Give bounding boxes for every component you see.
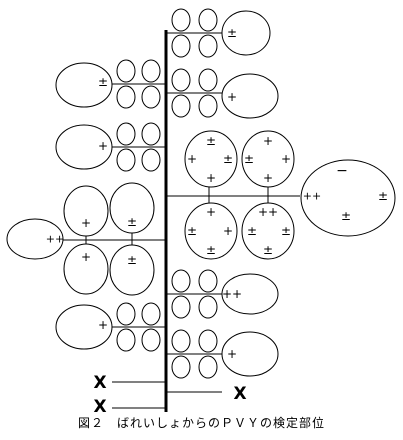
left-leaf-2-leaflet-lower-2 bbox=[141, 148, 161, 172]
right-large-leaflet-3 bbox=[184, 202, 238, 260]
right-lower-leaf-2-leaflet-upper-1 bbox=[171, 329, 191, 353]
left-large-leaflet-3-mark: + bbox=[81, 250, 91, 264]
right-lower-leaf-1-leaflet-lower-1 bbox=[171, 295, 191, 319]
right-upper-leaf-1-leaflet-upper-1 bbox=[171, 8, 191, 32]
right-large-leaflet-4-mark-4: ± bbox=[263, 243, 273, 257]
right-large-terminal-mark-3: ± bbox=[378, 189, 388, 203]
right-large-leaf-terminal bbox=[300, 159, 396, 237]
cross-left-upper: X bbox=[93, 373, 106, 393]
left-large-terminal-mark: ++ bbox=[46, 233, 64, 246]
right-large-terminal-mark-4: ± bbox=[341, 209, 351, 223]
right-lower-leaf-1-leaflet-upper-2 bbox=[198, 269, 218, 293]
left-leaf-2-terminal bbox=[55, 124, 113, 170]
right-lower-leaf-1-mark: ++ bbox=[222, 287, 242, 301]
left-leaf-1-terminal bbox=[55, 62, 113, 108]
right-large-leaflet-4-mark-3: ± bbox=[281, 224, 291, 238]
right-upper-leaf-1-leaflet-lower-2 bbox=[198, 34, 218, 58]
left-leaf-2-leaflet-upper-2 bbox=[141, 122, 161, 146]
right-upper-leaf-2-leaflet-upper-2 bbox=[198, 68, 218, 92]
right-lower-leaf-2-mark: + bbox=[227, 347, 237, 361]
right-large-leaflet-4 bbox=[241, 202, 295, 260]
right-large-leaflet-1-mark-1: ± bbox=[206, 134, 216, 148]
left-large-leaflet-1 bbox=[63, 185, 109, 237]
right-upper-leaf-2-terminal bbox=[221, 73, 279, 119]
right-large-leaflet-3-mark-1: + bbox=[206, 205, 216, 219]
left-leaf-1-leaflet-upper-2 bbox=[141, 59, 161, 83]
right-large-leaflet-2-mark-4: + bbox=[263, 171, 273, 185]
right-lower-leaf-2-leaflet-upper-2 bbox=[198, 329, 218, 353]
right-upper-leaf-1-terminal bbox=[221, 10, 271, 56]
left-leaf-3-mark: + bbox=[98, 318, 108, 332]
right-large-leaflet-3-mark-2: ± bbox=[187, 224, 197, 238]
right-upper-leaf-1-leaflet-upper-2 bbox=[198, 8, 218, 32]
right-large-leaflet-1 bbox=[184, 130, 238, 188]
left-large-leaflet-1-mark: + bbox=[81, 216, 91, 230]
left-leaf-3-leaflet-lower-2 bbox=[141, 328, 161, 352]
left-large-leaflet-4 bbox=[109, 244, 155, 296]
right-upper-leaf-2-leaflet-lower-1 bbox=[171, 94, 191, 118]
right-large-leaflet-1-mark-2: + bbox=[187, 152, 197, 166]
leaves-and-leaflets bbox=[6, 8, 396, 379]
left-leaf-1-leaflet-upper-1 bbox=[116, 59, 136, 83]
left-large-leaflet-3 bbox=[63, 243, 109, 295]
right-large-leaflet-2 bbox=[241, 130, 295, 188]
right-upper-leaf-2-mark: + bbox=[227, 90, 237, 104]
right-large-leaflet-3-mark-4: ± bbox=[206, 243, 216, 257]
right-lower-leaf-1-terminal bbox=[221, 273, 279, 315]
cross-right: X bbox=[233, 384, 246, 404]
left-leaf-3-leaflet-lower-1 bbox=[116, 328, 136, 352]
right-large-leaflet-1-mark-4: + bbox=[206, 171, 216, 185]
right-large-terminal-mark-1: − bbox=[336, 163, 348, 179]
right-lower-leaf-1-leaflet-lower-2 bbox=[198, 295, 218, 319]
left-leaf-3-leaflet-upper-1 bbox=[116, 302, 136, 326]
right-lower-leaf-2-leaflet-lower-2 bbox=[198, 355, 218, 379]
left-large-leaflet-2 bbox=[109, 182, 155, 234]
left-large-leaflet-4-mark: ± bbox=[127, 253, 137, 267]
right-large-leaflet-1-mark-3: ± bbox=[223, 152, 233, 166]
right-large-leaflet-2-mark-2: ± bbox=[244, 152, 254, 166]
right-lower-leaf-2-leaflet-lower-1 bbox=[171, 355, 191, 379]
cross-left-lower: X bbox=[93, 397, 106, 417]
right-large-terminal-mark-2: ++ bbox=[303, 190, 321, 203]
left-leaf-1-mark: ± bbox=[98, 75, 108, 89]
right-lower-leaf-1-leaflet-upper-1 bbox=[171, 269, 191, 293]
left-leaf-2-mark: + bbox=[98, 139, 108, 153]
left-leaf-2-leaflet-lower-1 bbox=[116, 148, 136, 172]
left-leaf-2-leaflet-upper-1 bbox=[116, 122, 136, 146]
right-large-leaflet-4-mark-1: ++ bbox=[258, 205, 278, 219]
right-upper-leaf-1-mark: ± bbox=[227, 26, 237, 40]
figure-caption: 図２ ばれいしょからのＰＶＹの検定部位 bbox=[77, 416, 325, 430]
left-leaf-1-leaflet-lower-2 bbox=[141, 85, 161, 109]
right-large-leaflet-2-mark-1: + bbox=[263, 134, 273, 148]
right-large-leaflet-3-mark-3: + bbox=[223, 224, 233, 238]
test-result-marks: ±+±++±+±++±+++±+±++±±±−++±±+±+±+++++XXX bbox=[46, 26, 388, 417]
left-large-leaflet-2-mark: ± bbox=[127, 215, 137, 229]
left-leaf-1-leaflet-lower-1 bbox=[116, 85, 136, 109]
right-lower-leaf-2-terminal bbox=[221, 331, 279, 377]
left-large-leaf-terminal bbox=[6, 218, 64, 260]
left-leaf-3-terminal bbox=[55, 304, 113, 350]
left-leaf-3-leaflet-upper-2 bbox=[141, 302, 161, 326]
right-large-leaflet-2-mark-3: + bbox=[281, 152, 291, 166]
right-large-leaflet-4-mark-2: ± bbox=[247, 224, 257, 238]
right-upper-leaf-2-leaflet-upper-1 bbox=[171, 68, 191, 92]
right-upper-leaf-1-leaflet-lower-1 bbox=[171, 34, 191, 58]
right-upper-leaf-2-leaflet-lower-2 bbox=[198, 94, 218, 118]
